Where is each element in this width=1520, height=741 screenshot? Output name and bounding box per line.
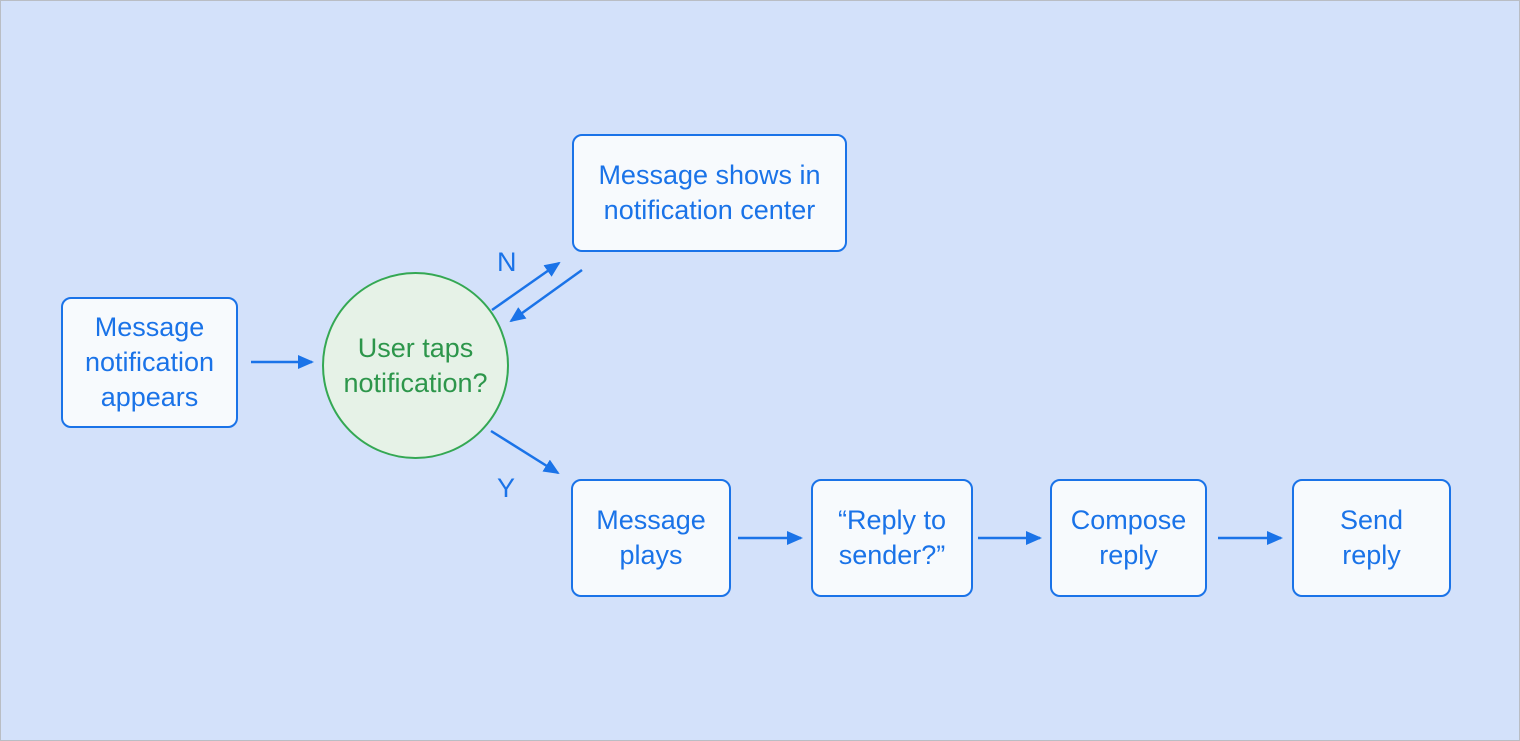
edge-notification-center-to-decision[interactable] [509,268,583,323]
node-label: Compose reply [1070,505,1187,570]
node-compose-reply[interactable]: Compose reply [1050,479,1207,597]
node-label: Message shows in notification center [598,160,821,225]
node-send-reply[interactable]: Send reply [1292,479,1451,597]
node-reply-to-sender[interactable]: “Reply to sender?” [811,479,973,597]
edge-label-no: N [497,247,517,277]
node-label: Message plays [596,505,706,570]
node-user-taps-notification[interactable]: User taps notification? [322,272,509,459]
edge-label-yes: Y [497,473,516,503]
node-label: User taps notification? [343,332,488,398]
node-label: Message notification appears [84,312,215,412]
edge-decision-to-message-plays[interactable] [490,429,560,475]
node-label: “Reply to sender?” [837,505,947,570]
node-message-plays[interactable]: Message plays [571,479,731,597]
node-message-shows-in-notification-center[interactable]: Message shows in notification center [572,134,847,252]
node-message-notification-appears[interactable]: Message notification appears [61,297,238,428]
node-label: Send reply [1339,505,1404,570]
